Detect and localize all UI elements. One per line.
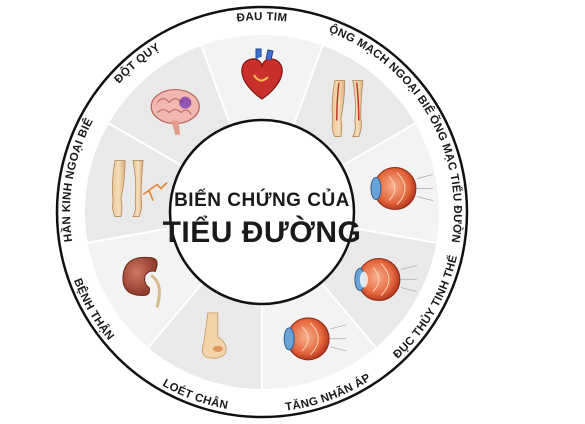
segment-label-dau-tim: ĐAU TIM: [236, 11, 288, 25]
brain-icon: [150, 88, 200, 135]
center-title: BIẾN CHỨNG CỦA TIỂU ĐƯỜNG: [152, 150, 372, 290]
center-title-line2: TIỂU ĐƯỜNG: [162, 216, 362, 249]
foot-ulcer-icon: [201, 312, 227, 359]
segment-icons: [111, 48, 434, 361]
retina-eye-icon: [370, 167, 434, 211]
kidney-icon: [122, 256, 161, 308]
heart-icon: [241, 48, 283, 100]
legs-nerve-icon: [111, 160, 168, 217]
center-title-line1: BIẾN CHỨNG CỦA: [174, 190, 350, 211]
cataract-eye-icon: [354, 258, 417, 301]
center-circle: [168, 118, 356, 306]
glaucoma-eye-icon: [283, 317, 347, 361]
legs-artery-icon: [331, 80, 364, 137]
